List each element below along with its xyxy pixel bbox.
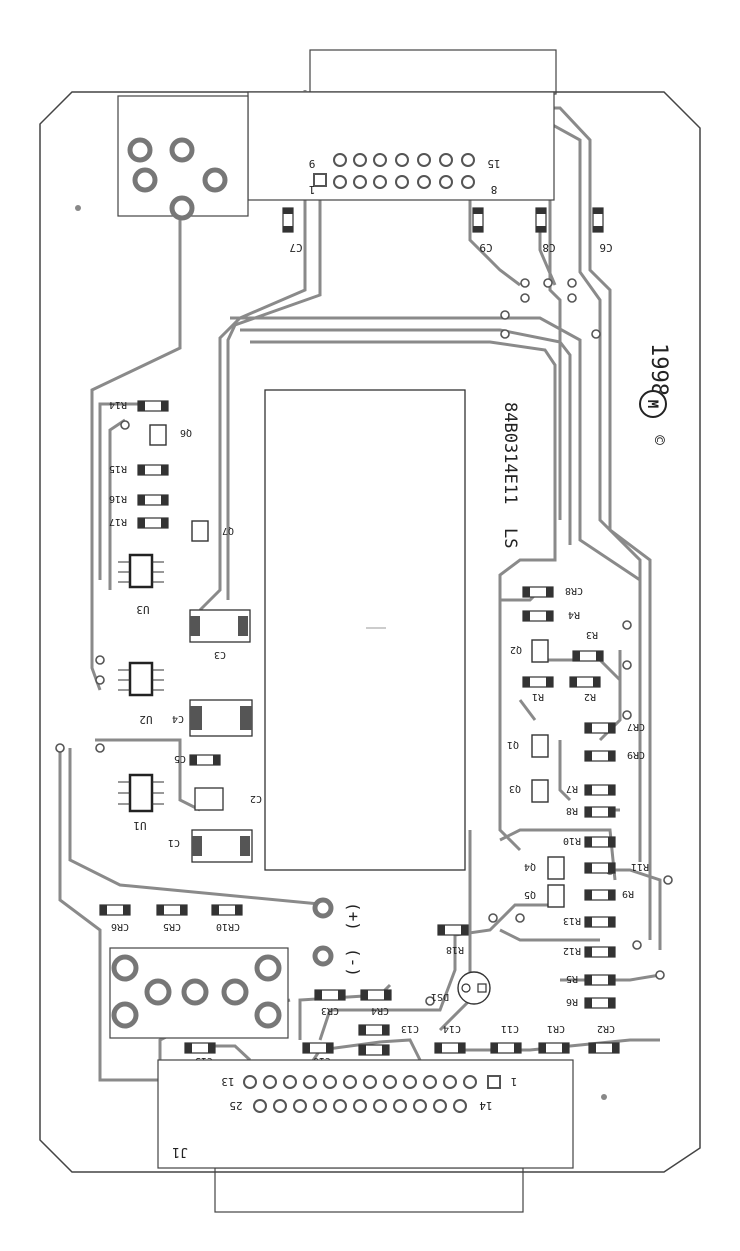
diode-label: CR7 [627, 721, 645, 732]
cap-label: C1 [168, 837, 180, 848]
resistor-label: R12 [563, 945, 581, 956]
transistor-label: Q5 [524, 889, 536, 900]
ic-group: U3 U2 U1 [118, 553, 164, 832]
copyright-icon: © [650, 435, 669, 445]
j1-pin-label: 14 [479, 1099, 493, 1112]
ic-label: U2 [139, 713, 152, 726]
logo-icon [639, 390, 667, 418]
display-window [264, 389, 466, 871]
diode-label: CR1 [547, 1023, 565, 1034]
resistor-label: R10 [563, 835, 581, 846]
board-marking: 1998 M © 84B0314E11 LS [500, 343, 671, 548]
cap-label: C4 [172, 713, 184, 724]
ic-label: U1 [133, 819, 146, 832]
power-jack-top [117, 95, 249, 221]
resistor-label: R14 [109, 399, 127, 410]
resistor-label: R18 [446, 944, 464, 955]
right-component-bank: CR8 R4 Q2 R3 R1 R2 Q1 CR7 CR9 Q3 R7 R8 R… [507, 585, 649, 1009]
resistor-label: R9 [622, 888, 634, 899]
diode-label: CR8 [565, 585, 583, 596]
diode-label: CR10 [216, 921, 240, 932]
bottom-left-group: CR6 CR5 CR10 [99, 904, 289, 1039]
negative-terminal-label: (-) [344, 948, 363, 977]
left-resistor-bank: R14 R15 R16 R17 Q6 Q7 [109, 399, 234, 542]
resistor-label: R2 [584, 691, 596, 702]
top-connector-pin-label: 15 [487, 157, 500, 170]
transistor-label: Q2 [510, 644, 522, 655]
cap-label: C5 [174, 753, 186, 764]
diode-label: CR4 [371, 1005, 389, 1016]
diode-label: CR9 [627, 749, 645, 760]
j1-label: J1 [172, 1144, 188, 1159]
left-capacitors: C3 C4 C5 C2 C1 [168, 609, 262, 863]
diode-label: CR2 [597, 1023, 615, 1034]
positive-terminal-label: (+) [344, 902, 363, 931]
cap-label: C13 [401, 1023, 419, 1034]
resistor-label: R17 [109, 516, 127, 527]
logo-letter: M [644, 400, 660, 408]
transistor-label: Q6 [180, 427, 192, 438]
resistor-label: R6 [566, 996, 578, 1007]
transistor-label: Q4 [524, 861, 536, 872]
power-terminals: (+) (-) [312, 897, 363, 977]
top-connector-pin-label: 9 [309, 157, 316, 170]
led-label: DS1 [431, 991, 449, 1002]
cap-label: C8 [542, 241, 555, 254]
cap-label: C14 [443, 1023, 461, 1034]
transistor-label: Q7 [222, 525, 234, 536]
resistor-label: R4 [568, 609, 580, 620]
resistor-label: R11 [631, 861, 649, 872]
diode-label: CR6 [111, 921, 129, 932]
resistor-label: R16 [109, 493, 127, 504]
diode-label: CR5 [163, 921, 181, 932]
transistor-label: Q1 [507, 739, 519, 750]
resistor-label: R3 [586, 629, 598, 640]
year-label: 1998 [646, 343, 671, 396]
bottom-connector-j1: 1 13 14 25 J1 [157, 1059, 574, 1169]
resistor-label: R15 [109, 463, 127, 474]
resistor-label: R1 [532, 691, 544, 702]
top-capacitors: C7 C9 C8 C6 [282, 207, 613, 254]
cap-label: C11 [501, 1023, 519, 1034]
cap-label: C2 [250, 793, 262, 804]
transistor-label: Q3 [509, 783, 521, 794]
board-code: LS [500, 528, 520, 548]
resistor-label: R5 [566, 973, 578, 984]
j1-pin-label: 25 [229, 1099, 242, 1112]
cap-label: C7 [289, 241, 302, 254]
j1-pin-label: 1 [511, 1075, 518, 1088]
center-bottom-group: R18 DS1 CR3 CR4 [314, 924, 491, 1016]
j1-pin-label: 13 [221, 1075, 234, 1088]
top-connector-pin-label: 1 [309, 183, 316, 196]
top-connector: 9 1 15 8 [247, 91, 555, 201]
cap-label: C9 [479, 241, 492, 254]
ic-label: U3 [136, 603, 149, 616]
cap-label: C6 [599, 241, 612, 254]
resistor-label: R7 [566, 783, 578, 794]
part-number: 84B0314E11 [500, 402, 520, 504]
top-connector-pin-label: 8 [491, 183, 498, 196]
cap-label: C3 [214, 649, 226, 660]
resistor-label: R8 [566, 805, 578, 816]
diode-label: CR3 [321, 1005, 339, 1016]
resistor-label: R13 [563, 915, 581, 926]
